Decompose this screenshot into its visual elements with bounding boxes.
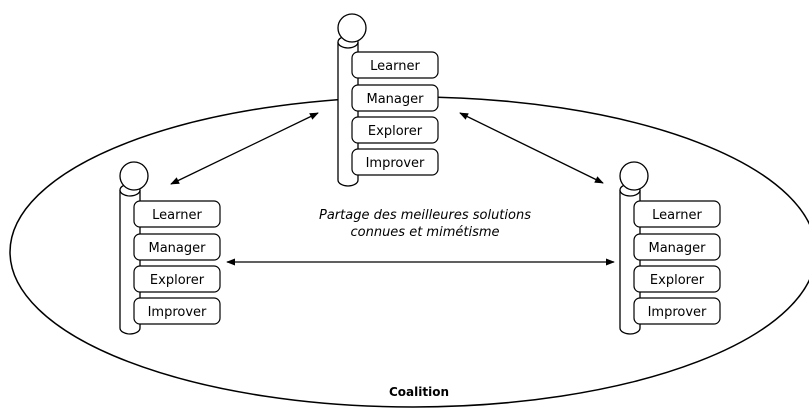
agent-right-body [619, 161, 649, 335]
agent-right: Learner Manager Explorer Improver [619, 161, 721, 335]
agent-top-role-explorer: Explorer [351, 116, 439, 144]
agent-right-head [619, 161, 649, 191]
agent-right-role-manager: Manager [633, 233, 721, 261]
role-label: Learner [152, 208, 202, 223]
role-label: Explorer [368, 124, 423, 139]
role-label: Improver [648, 305, 707, 320]
arrow-top-right [459, 112, 604, 184]
agent-top-role-learner: Learner [351, 51, 439, 79]
center-note-line2: connues et mimétisme [350, 225, 499, 240]
role-label: Explorer [150, 273, 205, 288]
agent-left-role-improver: Improver [133, 297, 221, 325]
agent-left: Learner Manager Explorer Improver [119, 161, 221, 335]
agent-top-head [337, 13, 367, 43]
role-label: Manager [367, 92, 425, 107]
agent-top: Learner Manager Explorer Improver [337, 13, 439, 187]
agent-top-role-improver: Improver [351, 148, 439, 176]
role-label: Manager [649, 241, 707, 256]
role-label: Learner [370, 59, 420, 74]
agent-right-role-improver: Improver [633, 297, 721, 325]
agent-top-body [337, 13, 367, 187]
arrow-top-left [170, 112, 319, 185]
agent-left-body [119, 161, 149, 335]
agent-left-role-learner: Learner [133, 200, 221, 228]
role-label: Learner [652, 208, 702, 223]
agent-left-role-manager: Manager [133, 233, 221, 261]
role-label: Improver [148, 305, 207, 320]
agent-left-role-explorer: Explorer [133, 265, 221, 293]
coalition-label: Coalition [389, 385, 449, 399]
role-label: Explorer [650, 273, 705, 288]
agent-top-role-manager: Manager [351, 84, 439, 112]
role-label: Improver [366, 156, 425, 171]
agent-left-head [119, 161, 149, 191]
agent-right-role-explorer: Explorer [633, 265, 721, 293]
center-note-line1: Partage des meilleures solutions [319, 208, 531, 223]
agent-right-role-learner: Learner [633, 200, 721, 228]
role-label: Manager [149, 241, 207, 256]
